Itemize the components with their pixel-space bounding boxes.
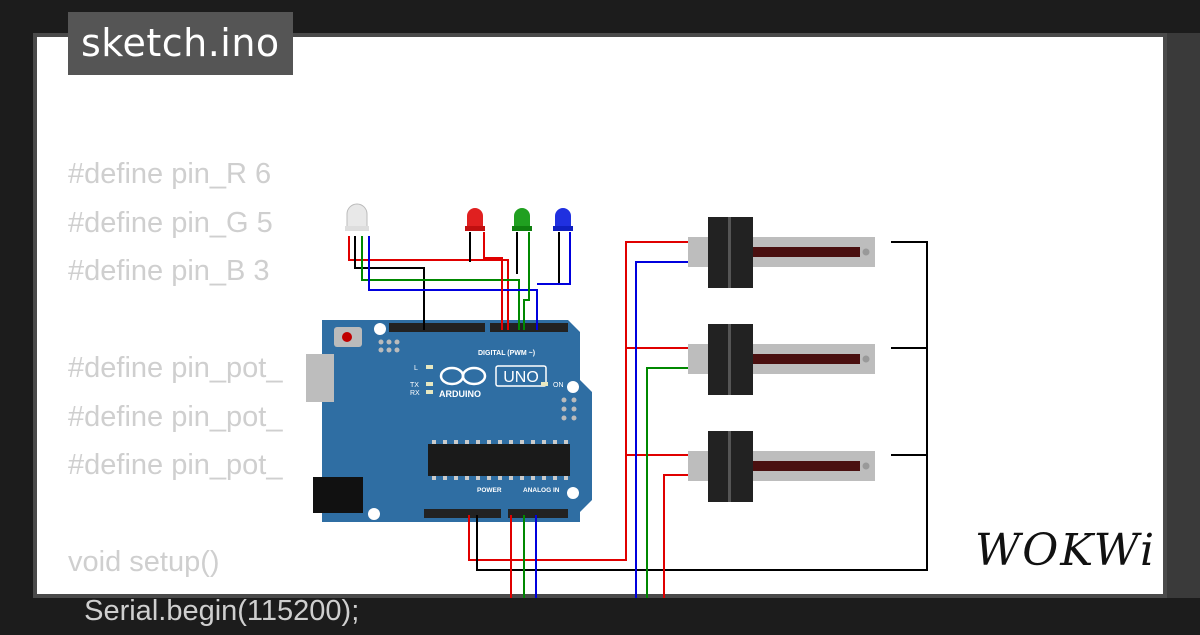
on-label: ON — [553, 382, 564, 389]
rx-label: RX — [410, 390, 420, 397]
wire-green-led-anode — [524, 232, 529, 330]
reset-button-cap — [342, 332, 352, 342]
arduino-label: ARDUINO — [439, 389, 481, 399]
mounting-hole — [567, 487, 579, 499]
tx-label: TX — [410, 382, 419, 389]
circuit-diagram: UNO ARDUINO DIGITAL (PWM ~) POWER ANALOG… — [0, 0, 1200, 598]
digital-pwm-label: DIGITAL (PWM ~) — [478, 350, 535, 357]
power-jack — [313, 477, 363, 513]
power-header — [424, 509, 501, 518]
usb-port — [306, 354, 334, 402]
led-on — [541, 382, 548, 386]
wire-blue-rgb — [369, 236, 537, 330]
led-l — [426, 365, 433, 369]
led-tx — [426, 382, 433, 386]
power-label: POWER — [477, 487, 502, 494]
arduino-uno-board[interactable]: UNO ARDUINO DIGITAL (PWM ~) POWER ANALOG… — [306, 320, 592, 522]
slide-potentiometer-3[interactable] — [688, 431, 875, 502]
analog-in-label: ANALOG IN — [523, 487, 560, 494]
mounting-hole — [374, 323, 386, 335]
wire-pot3-signal — [664, 475, 688, 598]
rgb-led[interactable] — [345, 204, 369, 231]
green-led[interactable] — [512, 208, 532, 231]
red-led[interactable] — [465, 208, 485, 231]
analog-header — [508, 509, 568, 518]
wire-pot2-signal — [647, 368, 688, 598]
digital-header-left — [389, 323, 485, 332]
blue-led[interactable] — [553, 208, 573, 231]
wire-blue-led-anode — [537, 232, 570, 284]
wire-black-rgb — [355, 236, 424, 330]
microcontroller-chip — [428, 444, 570, 476]
slide-potentiometer-1[interactable] — [688, 217, 875, 288]
l-label: L — [414, 365, 418, 372]
slide-potentiometer-2[interactable] — [688, 324, 875, 395]
mounting-hole — [368, 508, 380, 520]
uno-label: UNO — [503, 369, 539, 386]
mounting-hole — [567, 381, 579, 393]
led-rx — [426, 390, 433, 394]
wokwi-logo: WOKWi — [975, 525, 1156, 576]
wire-green-rgb — [362, 236, 519, 330]
wire-pot1-signal — [636, 262, 688, 598]
